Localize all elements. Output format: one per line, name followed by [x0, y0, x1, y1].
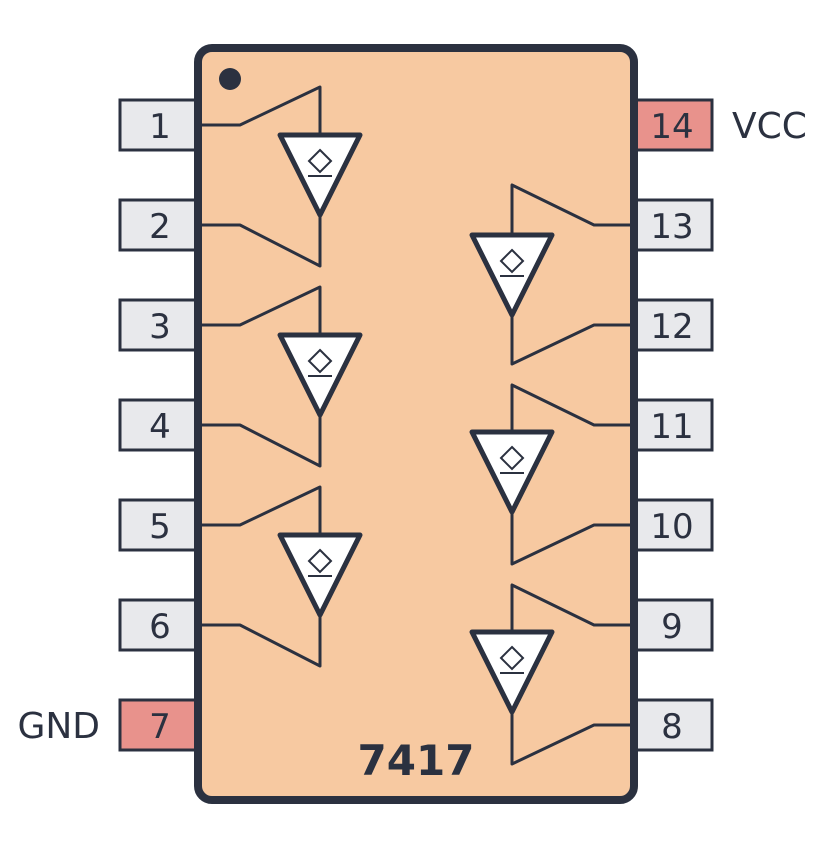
pin-7-box [118, 698, 202, 752]
pin-2-box [118, 198, 202, 252]
pin-7-number: 7 [149, 707, 171, 747]
pin-5-box [118, 498, 202, 552]
left-pins: 1 2 3 4 5 6 7 [118, 98, 202, 752]
pin-4-number: 4 [149, 407, 171, 447]
pin-1-indicator-dot [219, 68, 241, 90]
pin-3-box [118, 298, 202, 352]
chip-part-number: 7417 [358, 736, 475, 785]
buffer-gate-2 [202, 285, 360, 468]
pin-1-number: 1 [149, 107, 171, 147]
pin-1-box [118, 98, 202, 152]
pin-9-box [630, 598, 714, 652]
pin-8-number: 8 [661, 707, 683, 747]
pin-11-number: 11 [650, 407, 693, 447]
pin-5-number: 5 [149, 507, 171, 547]
vcc-label: VCC [732, 106, 807, 147]
pin-12-number: 12 [650, 307, 693, 347]
pin-14-number: 14 [650, 107, 693, 147]
pin-3-number: 3 [149, 307, 171, 347]
buffer-gate-5 [472, 383, 630, 566]
pin-11-box [630, 398, 714, 452]
buffer-gate-4 [472, 183, 630, 366]
buffer-gate-6 [472, 583, 630, 766]
pin-8-box [630, 698, 714, 752]
pin-9-number: 9 [661, 607, 683, 647]
right-pins: 14 13 12 11 10 9 8 [630, 98, 714, 752]
gnd-label: GND [17, 706, 100, 747]
pin-10-number: 10 [650, 507, 693, 547]
pin-2-number: 2 [149, 207, 171, 247]
pin-13-number: 13 [650, 207, 693, 247]
buffer-gate-3 [202, 485, 360, 668]
pin-6-number: 6 [149, 607, 171, 647]
buffer-gate-1 [202, 85, 360, 268]
pin-10-box [630, 498, 714, 552]
chip-body [194, 44, 638, 804]
